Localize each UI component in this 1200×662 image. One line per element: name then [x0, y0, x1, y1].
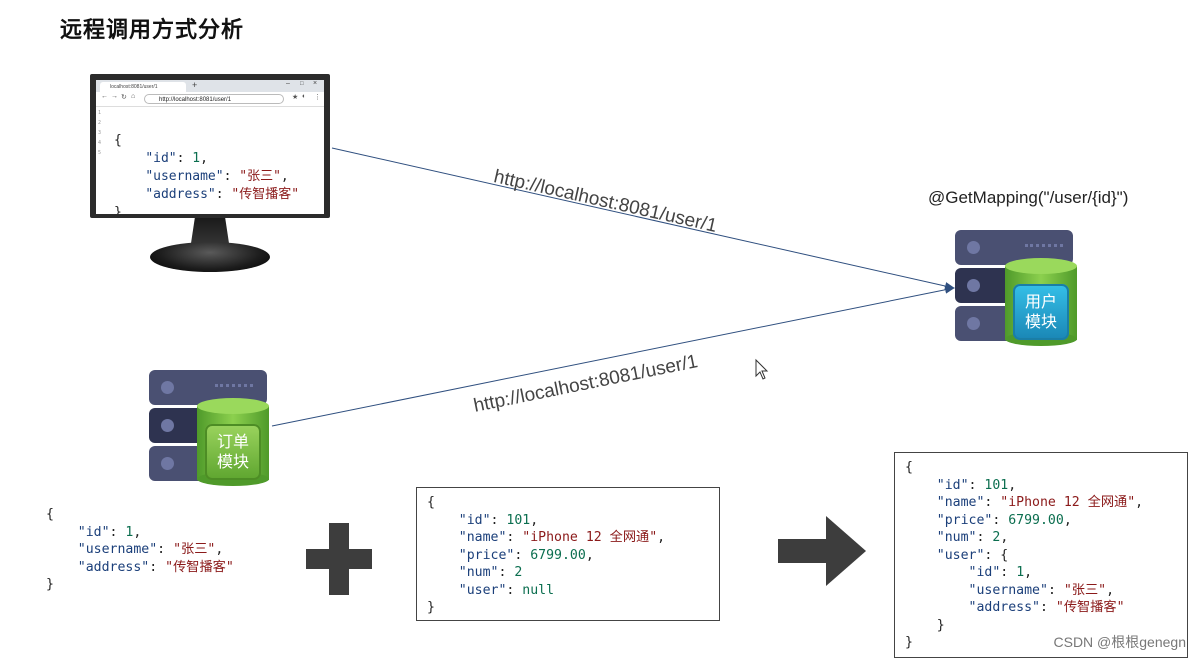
- minimize-icon[interactable]: –: [286, 80, 290, 87]
- order-module-line1: 订单: [216, 432, 249, 451]
- forward-icon[interactable]: →: [111, 93, 118, 100]
- new-tab-icon[interactable]: +: [192, 80, 198, 90]
- order-json: { "id": 101, "name": "iPhone 12 全网通", "p…: [427, 495, 666, 615]
- right-arrow-icon: [778, 516, 866, 586]
- user-module-line2: 模块: [1024, 312, 1057, 331]
- result-json: { "id": 101, "name": "iPhone 12 全网通", "p…: [905, 460, 1144, 650]
- line-number: 4: [98, 140, 102, 146]
- maximize-icon[interactable]: □: [300, 81, 304, 87]
- extension-icon[interactable]: ◐: [302, 93, 307, 100]
- monitor-base: [150, 242, 270, 272]
- request-line-browser: [331, 147, 955, 290]
- order-module-line2: 模块: [216, 452, 249, 471]
- order-module-server: 订单 模块: [149, 370, 274, 490]
- user-module-server: 用户 模块: [955, 230, 1080, 350]
- plus-icon: [306, 523, 372, 595]
- monitor: localhost:8081/user/1 + – □ × ← → ↻ ⌂ ht…: [90, 74, 330, 274]
- request-line-order: [271, 285, 955, 427]
- line-number: 3: [98, 130, 102, 136]
- line-number: 5: [98, 150, 102, 156]
- mouse-cursor-icon: [755, 358, 769, 380]
- address-bar[interactable]: http://localhost:8081/user/1: [144, 94, 284, 104]
- database-cylinder: 订单 模块: [197, 398, 269, 486]
- close-icon[interactable]: ×: [313, 80, 318, 87]
- back-icon[interactable]: ←: [101, 93, 108, 100]
- database-cylinder: 用户 模块: [1005, 258, 1077, 346]
- user-module-label: 用户 模块: [1013, 284, 1069, 340]
- menu-dots-icon[interactable]: ⋮: [314, 94, 321, 101]
- browser-tab[interactable]: localhost:8081/user/1: [100, 82, 186, 92]
- browser-json: { "id": 1, "username": "张三", "address": …: [114, 133, 300, 214]
- reload-icon[interactable]: ↻: [121, 94, 127, 101]
- line-number: 1: [98, 110, 102, 116]
- watermark: CSDN @根根genegn: [1053, 634, 1187, 650]
- order-json-box: { "id": 101, "name": "iPhone 12 全网通", "p…: [416, 487, 720, 621]
- address-text: http://localhost:8081/user/1: [159, 97, 232, 103]
- user-module-line1: 用户: [1024, 292, 1057, 311]
- browser-tab-bar: localhost:8081/user/1 + – □ ×: [96, 80, 324, 92]
- line-numbers: 1 2 3 4 5: [98, 108, 108, 158]
- page-title: 远程调用方式分析: [60, 18, 245, 43]
- browser-toolbar: ← → ↻ ⌂ http://localhost:8081/user/1 ★ ◐…: [96, 92, 324, 107]
- get-mapping-label: @GetMapping("/user/{id}"): [928, 188, 1129, 207]
- browser-window: localhost:8081/user/1 + – □ × ← → ↻ ⌂ ht…: [96, 80, 324, 214]
- home-icon[interactable]: ⌂: [131, 93, 136, 100]
- user-json: { "id": 1, "username": "张三", "address": …: [46, 507, 234, 592]
- line-number: 2: [98, 120, 102, 126]
- order-module-label: 订单 模块: [205, 424, 261, 480]
- tab-title: localhost:8081/user/1: [110, 84, 158, 90]
- bookmark-star-icon[interactable]: ★: [292, 94, 299, 101]
- result-json-box: { "id": 101, "name": "iPhone 12 全网通", "p…: [894, 452, 1188, 658]
